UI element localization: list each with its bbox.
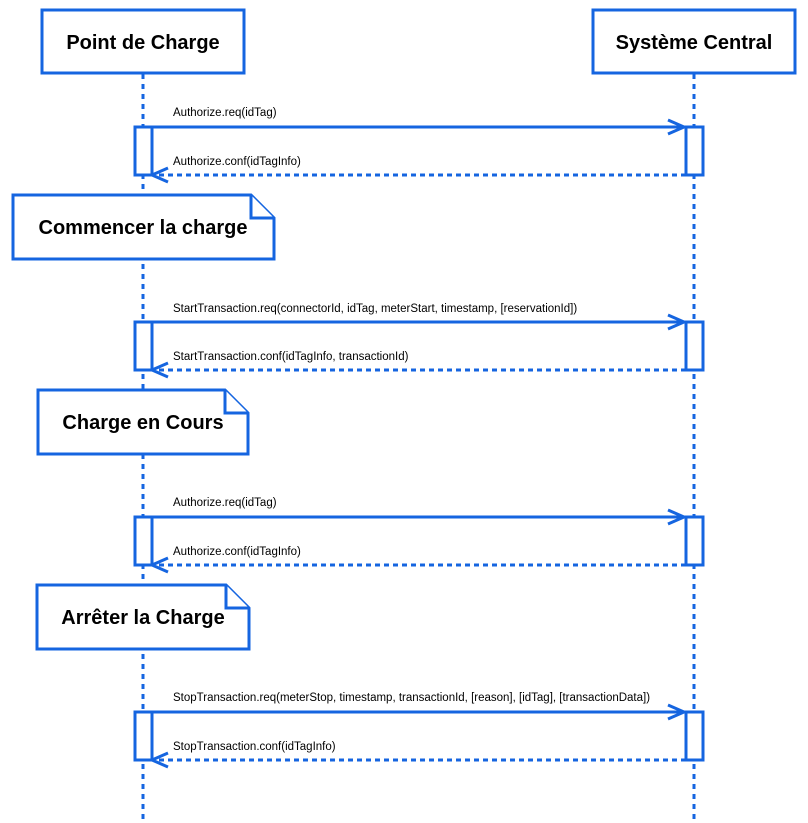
arrow-head-right — [667, 313, 688, 331]
participant-label: Point de Charge — [66, 32, 219, 54]
activation-bar-right — [684, 515, 705, 567]
arrow-head-left — [148, 166, 169, 184]
arrow-head-right — [667, 703, 688, 721]
message-label: Authorize.conf(idTagInfo) — [173, 156, 301, 168]
activation-bar-left — [133, 515, 154, 567]
note-label: Charge en Cours — [62, 412, 223, 434]
note-label: Commencer la charge — [39, 217, 248, 239]
activation-bar-left — [133, 320, 154, 372]
activation-bar-right — [684, 125, 705, 177]
message-label: Authorize.conf(idTagInfo) — [173, 546, 301, 558]
exchange-authorize-stop: Authorize.req(idTag) Authorize.conf(idTa… — [133, 497, 705, 574]
activation-bar-left — [133, 710, 154, 762]
note-shape — [35, 583, 251, 651]
participant-label: Système Central — [616, 32, 773, 54]
message-label: Authorize.req(idTag) — [173, 497, 277, 509]
message-label: Authorize.req(idTag) — [173, 107, 277, 119]
message-label: StartTransaction.req(connectorId, idTag,… — [173, 303, 577, 315]
message-label: StopTransaction.req(meterStop, timestamp… — [173, 692, 650, 704]
note-charge-en-cours: Charge en Cours — [36, 388, 250, 456]
participant-systeme-central: Système Central — [591, 8, 797, 75]
activation-bar-right — [684, 710, 705, 762]
message-label: StartTransaction.conf(idTagInfo, transac… — [173, 351, 409, 363]
arrow-head-right — [667, 118, 688, 136]
arrow-head-left — [148, 556, 169, 574]
note-fold — [224, 585, 249, 610]
note-arreter-la-charge: Arrêter la Charge — [35, 583, 251, 651]
participant-point-de-charge: Point de Charge — [40, 8, 246, 75]
note-label: Arrêter la Charge — [61, 607, 224, 629]
message-label: StopTransaction.conf(idTagInfo) — [173, 741, 336, 753]
participant-box — [591, 8, 797, 75]
exchange-stop-transaction: StopTransaction.req(meterStop, timestamp… — [133, 692, 705, 769]
exchange-start-transaction: StartTransaction.req(connectorId, idTag,… — [133, 303, 705, 379]
note-fold — [223, 390, 248, 415]
arrow-head-left — [148, 361, 169, 379]
arrow-head-left — [148, 751, 169, 769]
participant-box — [40, 8, 246, 75]
exchange-authorize-start: Authorize.req(idTag) Authorize.conf(idTa… — [133, 107, 705, 184]
note-commencer-la-charge: Commencer la charge — [11, 193, 276, 261]
activation-bar-right — [684, 320, 705, 372]
note-shape — [11, 193, 276, 261]
activation-bar-left — [133, 125, 154, 177]
note-shape — [36, 388, 250, 456]
note-fold — [249, 195, 274, 220]
arrow-head-right — [667, 508, 688, 526]
